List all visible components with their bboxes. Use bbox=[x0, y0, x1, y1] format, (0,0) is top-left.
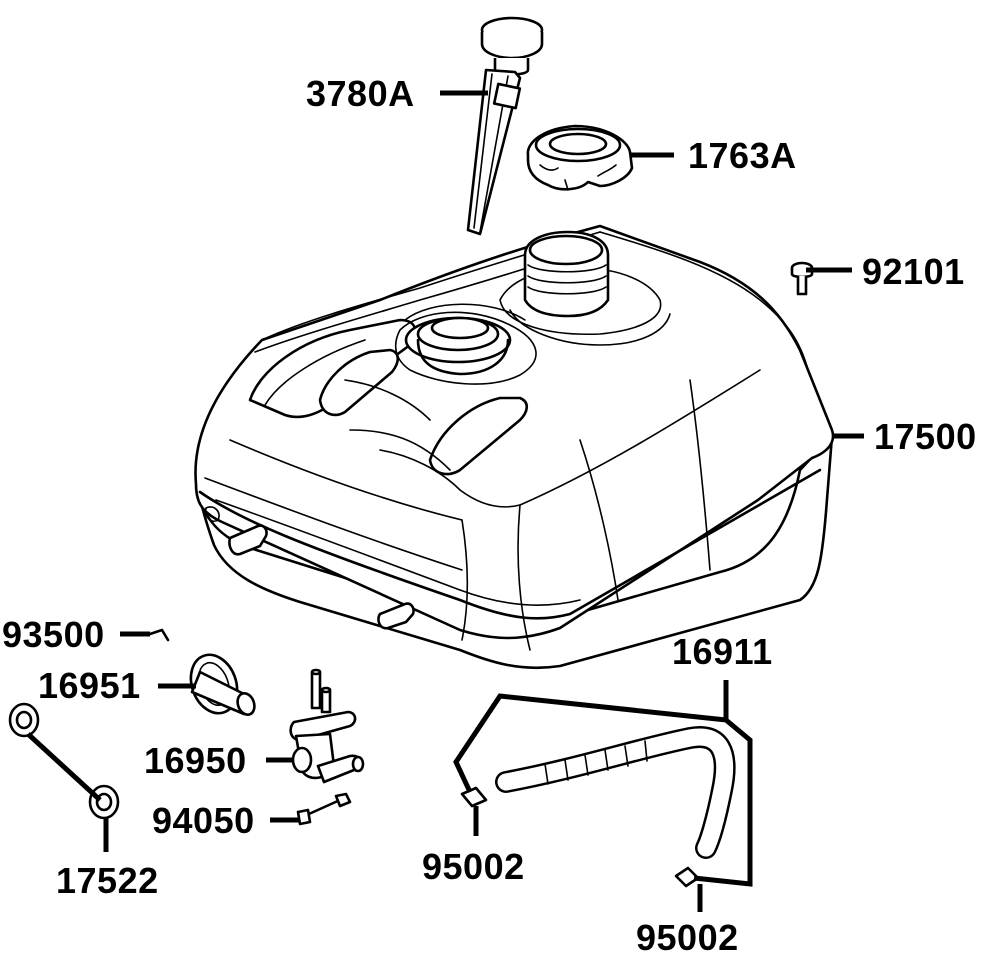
fuel-cock-16950 bbox=[289, 668, 365, 784]
screw-94050 bbox=[296, 792, 352, 826]
label-3780A: 3780A bbox=[306, 73, 415, 114]
bushing-set-17522 bbox=[8, 702, 120, 820]
label-95002-b: 95002 bbox=[636, 917, 739, 958]
label-1763A: 1763A bbox=[688, 135, 797, 176]
label-16950: 16950 bbox=[144, 740, 247, 781]
hose-clamp-95002-a bbox=[460, 786, 488, 808]
leader-17522 bbox=[26, 732, 109, 852]
leader-lines bbox=[26, 90, 864, 912]
label-17500: 17500 bbox=[874, 416, 977, 457]
fuel-cap-1763A bbox=[526, 124, 634, 191]
label-92101: 92101 bbox=[862, 251, 965, 292]
label-94050: 94050 bbox=[152, 800, 255, 841]
label-17522: 17522 bbox=[56, 860, 159, 901]
leader-16911 bbox=[453, 680, 753, 887]
label-93500: 93500 bbox=[2, 614, 105, 655]
strainer-16951 bbox=[189, 653, 256, 716]
fuel-hose-16911 bbox=[495, 725, 736, 859]
label-16911: 16911 bbox=[672, 631, 773, 672]
label-95002-a: 95002 bbox=[422, 846, 525, 887]
fuel-gauge-3780A bbox=[466, 16, 544, 236]
clip-93500 bbox=[148, 628, 170, 642]
fuel-tank-17500 bbox=[194, 224, 835, 670]
label-16951: 16951 bbox=[38, 665, 141, 706]
